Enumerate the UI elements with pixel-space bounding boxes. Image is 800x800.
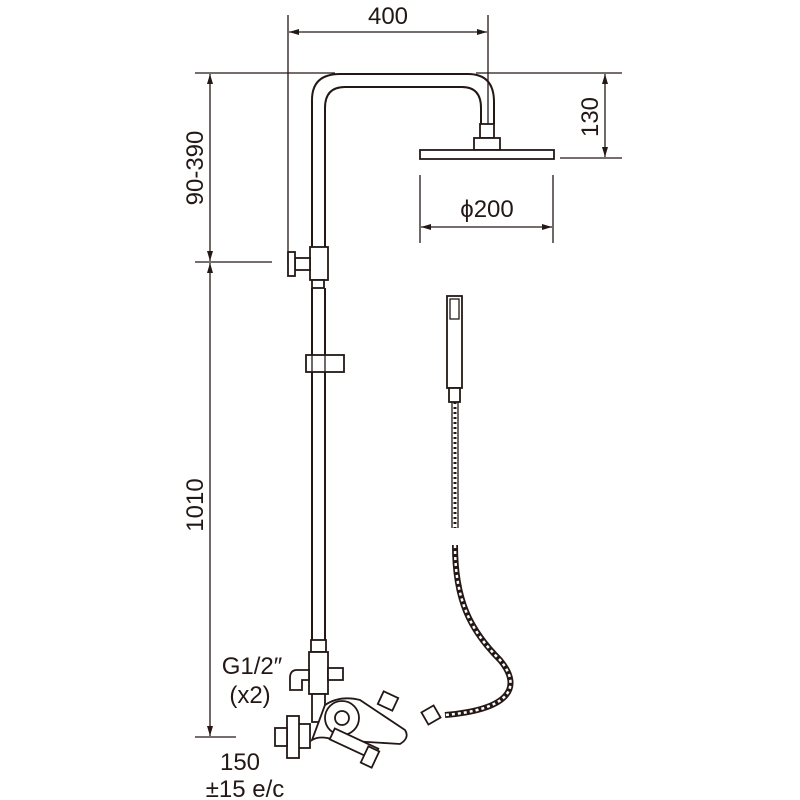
dimension-height-adjust xyxy=(195,74,272,263)
riser-rail xyxy=(287,246,345,645)
connection-quantity-label: (x2) xyxy=(229,682,270,709)
hand-shower xyxy=(420,295,514,726)
dim-label-90-390: 90-390 xyxy=(182,131,209,206)
shower-head xyxy=(419,123,555,160)
dimension-arm-length xyxy=(287,15,489,262)
dim-label-diameter: ϕ200 xyxy=(460,196,513,223)
dim-label-400: 400 xyxy=(368,3,408,30)
dimension-head-height xyxy=(560,74,622,159)
overhead-arm xyxy=(311,73,495,248)
centres-tolerance-label: ±15 e/c xyxy=(206,776,285,800)
dim-label-130: 130 xyxy=(577,97,604,137)
dimension-riser-height xyxy=(195,263,236,738)
dim-label-1010: 1010 xyxy=(182,478,209,531)
dimension-head-diameter xyxy=(419,175,554,243)
connection-label: G1/2″ xyxy=(222,653,283,680)
centres-label: 150 xyxy=(220,749,260,776)
thermostatic-mixer xyxy=(274,639,408,769)
